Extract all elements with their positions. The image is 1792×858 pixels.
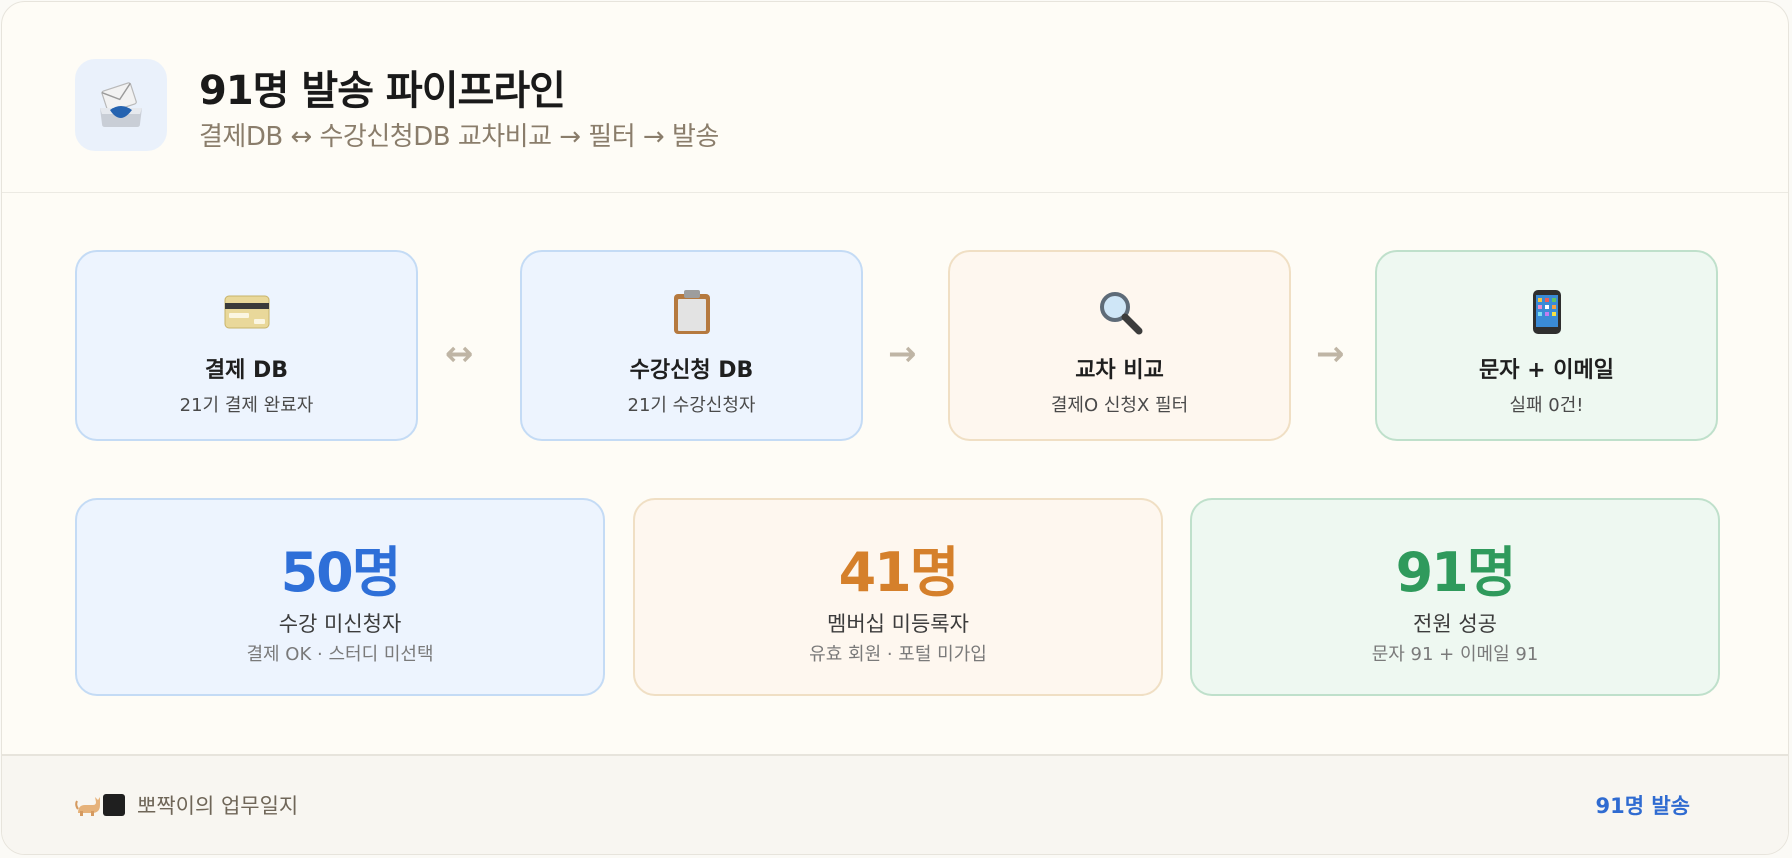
mobile-phone-icon — [1377, 288, 1716, 336]
stat-unregistered-membership: 41명 멤버십 미등록자 유효 회원 · 포털 미가입 — [633, 498, 1163, 696]
stat-value: 41명 — [838, 541, 960, 604]
stat-value: 91명 — [1395, 541, 1517, 604]
footer-signature: 뽀짝이의 업무일지 — [75, 790, 298, 820]
footer: 뽀짝이의 업무일지 91명 발송 — [2, 754, 1788, 854]
step-description: 실패 0건! — [1509, 395, 1584, 416]
step-description: 21기 수강신청자 — [627, 395, 756, 416]
black-square-icon — [103, 794, 125, 816]
step-title: 수강신청 DB — [629, 358, 754, 383]
clipboard-icon — [522, 288, 861, 336]
stat-all-success: 91명 전원 성공 문자 91 + 이메일 91 — [1190, 498, 1720, 696]
step-payment-db: 결제 DB 21기 결제 완료자 — [75, 250, 418, 441]
cat-icon — [75, 793, 101, 817]
step-cross-compare: 교차 비교 결제O 신청X 필터 — [948, 250, 1291, 441]
stat-sub: 문자 91 + 이메일 91 — [1371, 644, 1539, 665]
footer-left-text: 뽀짝이의 업무일지 — [137, 794, 299, 818]
header: 91명 발송 파이프라인 결제DB ↔ 수강신청DB 교차비교 → 필터 → 발… — [2, 2, 1788, 193]
footer-right-text: 91명 발송 — [1595, 794, 1691, 818]
step-description: 21기 결제 완료자 — [179, 395, 314, 416]
stat-sub: 결제 OK · 스터디 미선택 — [246, 644, 434, 665]
stat-sub: 유효 회원 · 포털 미가입 — [809, 644, 987, 665]
stat-value: 50명 — [280, 541, 402, 604]
step-title: 결제 DB — [204, 358, 289, 383]
step-title: 문자 + 이메일 — [1479, 358, 1614, 383]
right-arrow-icon: → — [1316, 334, 1345, 374]
inbox-tray-icon — [75, 59, 167, 151]
stat-label: 수강 미신청자 — [278, 612, 402, 636]
credit-card-icon — [77, 288, 416, 336]
step-title: 교차 비교 — [1075, 358, 1164, 383]
step-description: 결제O 신청X 필터 — [1050, 395, 1189, 416]
stat-label: 전원 성공 — [1413, 612, 1497, 636]
stat-unregistered-course: 50명 수강 미신청자 결제 OK · 스터디 미선택 — [75, 498, 605, 696]
step-enrollment-db: 수강신청 DB 21기 수강신청자 — [520, 250, 863, 441]
page-title: 91명 발송 파이프라인 — [199, 68, 566, 114]
magnifier-icon — [950, 288, 1289, 336]
page-subtitle: 결제DB ↔ 수강신청DB 교차비교 → 필터 → 발송 — [199, 122, 719, 152]
stat-label: 멤버십 미등록자 — [827, 612, 969, 636]
step-sms-email: 문자 + 이메일 실패 0건! — [1375, 250, 1718, 441]
bidirectional-arrow-icon: ↔ — [445, 334, 474, 374]
right-arrow-icon: → — [888, 334, 917, 374]
